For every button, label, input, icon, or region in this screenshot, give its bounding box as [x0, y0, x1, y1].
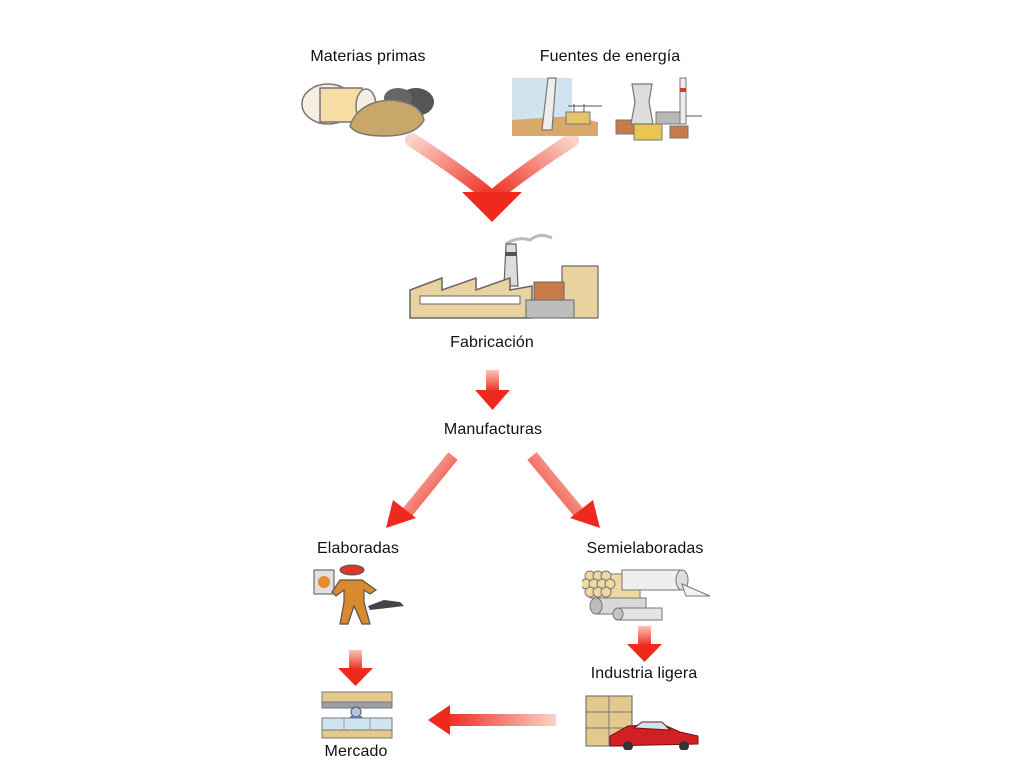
label-elaboradas: Elaboradas	[317, 540, 399, 557]
arrow-to-mercado	[338, 650, 373, 686]
logs-and-rolls-icon	[582, 569, 711, 621]
arrow-to-industria-ligera	[627, 626, 662, 662]
arrow-industria-to-mercado	[428, 705, 556, 735]
merge-arrow-to-factory	[405, 133, 579, 222]
cotton-and-ore-icon	[301, 83, 434, 137]
arrow-to-elaboradas	[386, 452, 458, 528]
label-mercado: Mercado	[324, 743, 388, 760]
label-materias-primas: Materias primas	[310, 48, 426, 65]
label-industria-ligera: Industria ligera	[590, 665, 698, 682]
arrow-to-manufacturas	[475, 370, 510, 410]
factory-icon	[409, 233, 599, 319]
label-semielaboradas: Semielaboradas	[586, 540, 704, 557]
label-fabricacion: Fabricación	[450, 334, 534, 351]
label-manufacturas: Manufacturas	[443, 421, 543, 438]
arrow-to-semielaboradas	[527, 452, 600, 528]
dam-and-power-plant-icon	[512, 77, 702, 141]
shop-counter-icon	[321, 691, 393, 739]
shelf-and-car-icon	[585, 695, 699, 750]
paint-clothes-shoe-icon	[313, 564, 404, 625]
label-fuentes-de-energia: Fuentes de energía	[539, 48, 681, 65]
